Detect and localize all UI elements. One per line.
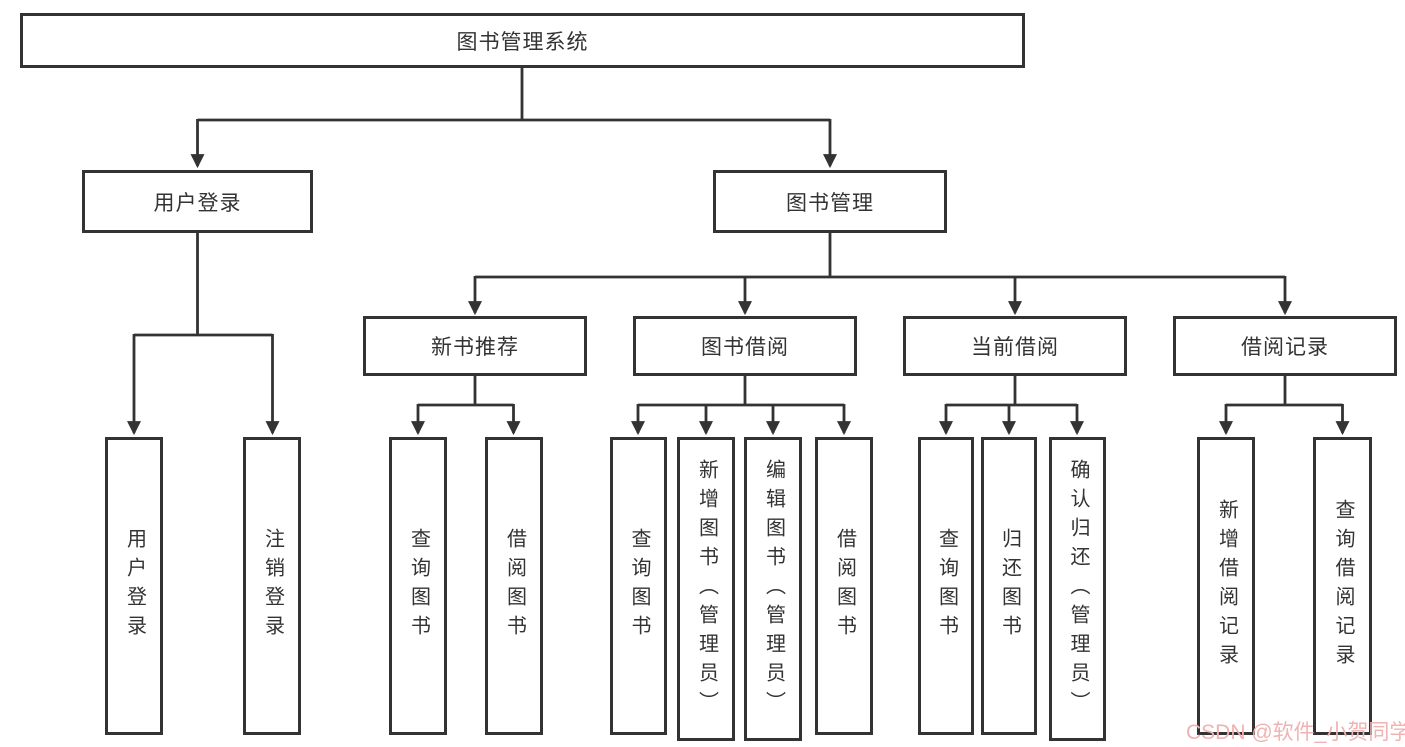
node-book-management: 图书管理 (713, 170, 947, 233)
node-label: 借阅记录 (1241, 336, 1329, 359)
node-label: 当前借阅 (971, 336, 1059, 359)
node-label: 图书管理 (786, 191, 874, 215)
connector-current-to-leaves (939, 376, 1084, 436)
node-label: 图书借阅 (701, 336, 789, 359)
connector-login-to-leaves (127, 233, 280, 436)
leaf-label: 借阅图书 (503, 528, 526, 644)
leaf-confirm-return-admin: 确认归还（管理员） (1049, 437, 1106, 741)
node-label: 新书推荐 (431, 336, 519, 359)
leaf-borrow-book-recommend: 借阅图书 (485, 437, 543, 735)
node-book-borrow: 图书借阅 (633, 316, 857, 376)
leaf-add-book-admin: 新增图书（管理员） (677, 437, 735, 741)
leaf-label: 借阅图书 (833, 528, 856, 644)
leaf-label: 编辑图书（管理员） (762, 458, 785, 720)
leaf-label: 新增图书（管理员） (695, 458, 718, 720)
leaf-add-borrow-record: 新增借阅记录 (1197, 437, 1255, 735)
leaf-logout: 注销登录 (243, 437, 301, 735)
node-library-system: 图书管理系统 (20, 13, 1025, 68)
leaf-query-borrow-record: 查询借阅记录 (1313, 437, 1372, 735)
csdn-watermark: CSDN @软件_小贺同学 (1186, 721, 1405, 744)
leaf-return-book: 归还图书 (981, 437, 1037, 735)
connector-root-to-level2 (190, 68, 837, 169)
leaf-label: 归还图书 (998, 528, 1021, 644)
leaf-label: 注销登录 (261, 528, 284, 644)
leaf-query-book-current: 查询图书 (918, 437, 974, 735)
leaf-label: 查询图书 (628, 528, 650, 644)
leaf-label: 新增借阅记录 (1215, 499, 1238, 673)
leaf-edit-book-admin: 编辑图书（管理员） (744, 437, 802, 741)
node-user-login: 用户登录 (82, 170, 313, 233)
node-borrow-records: 借阅记录 (1173, 316, 1397, 376)
leaf-label: 查询图书 (407, 528, 430, 644)
connector-recommend-to-leaves (411, 376, 521, 436)
leaf-borrow-book: 借阅图书 (815, 437, 873, 735)
node-label: 用户登录 (153, 191, 242, 215)
leaf-label: 用户登录 (123, 528, 146, 644)
leaf-query-book-recommend: 查询图书 (389, 437, 447, 735)
node-current-borrow: 当前借阅 (903, 316, 1127, 376)
leaf-label: 查询借阅记录 (1332, 499, 1354, 673)
connector-borrow-to-leaves (631, 376, 851, 436)
leaf-query-book-borrow: 查询图书 (610, 437, 667, 735)
node-new-book-recommend: 新书推荐 (363, 316, 587, 376)
leaf-user-login: 用户登录 (105, 437, 163, 735)
leaf-label: 确认归还（管理员） (1067, 458, 1089, 720)
connector-records-to-leaves (1219, 376, 1350, 436)
leaf-label: 查询图书 (935, 528, 958, 644)
connector-management-to-level3 (468, 233, 1292, 316)
node-label: 图书管理系统 (456, 30, 589, 54)
